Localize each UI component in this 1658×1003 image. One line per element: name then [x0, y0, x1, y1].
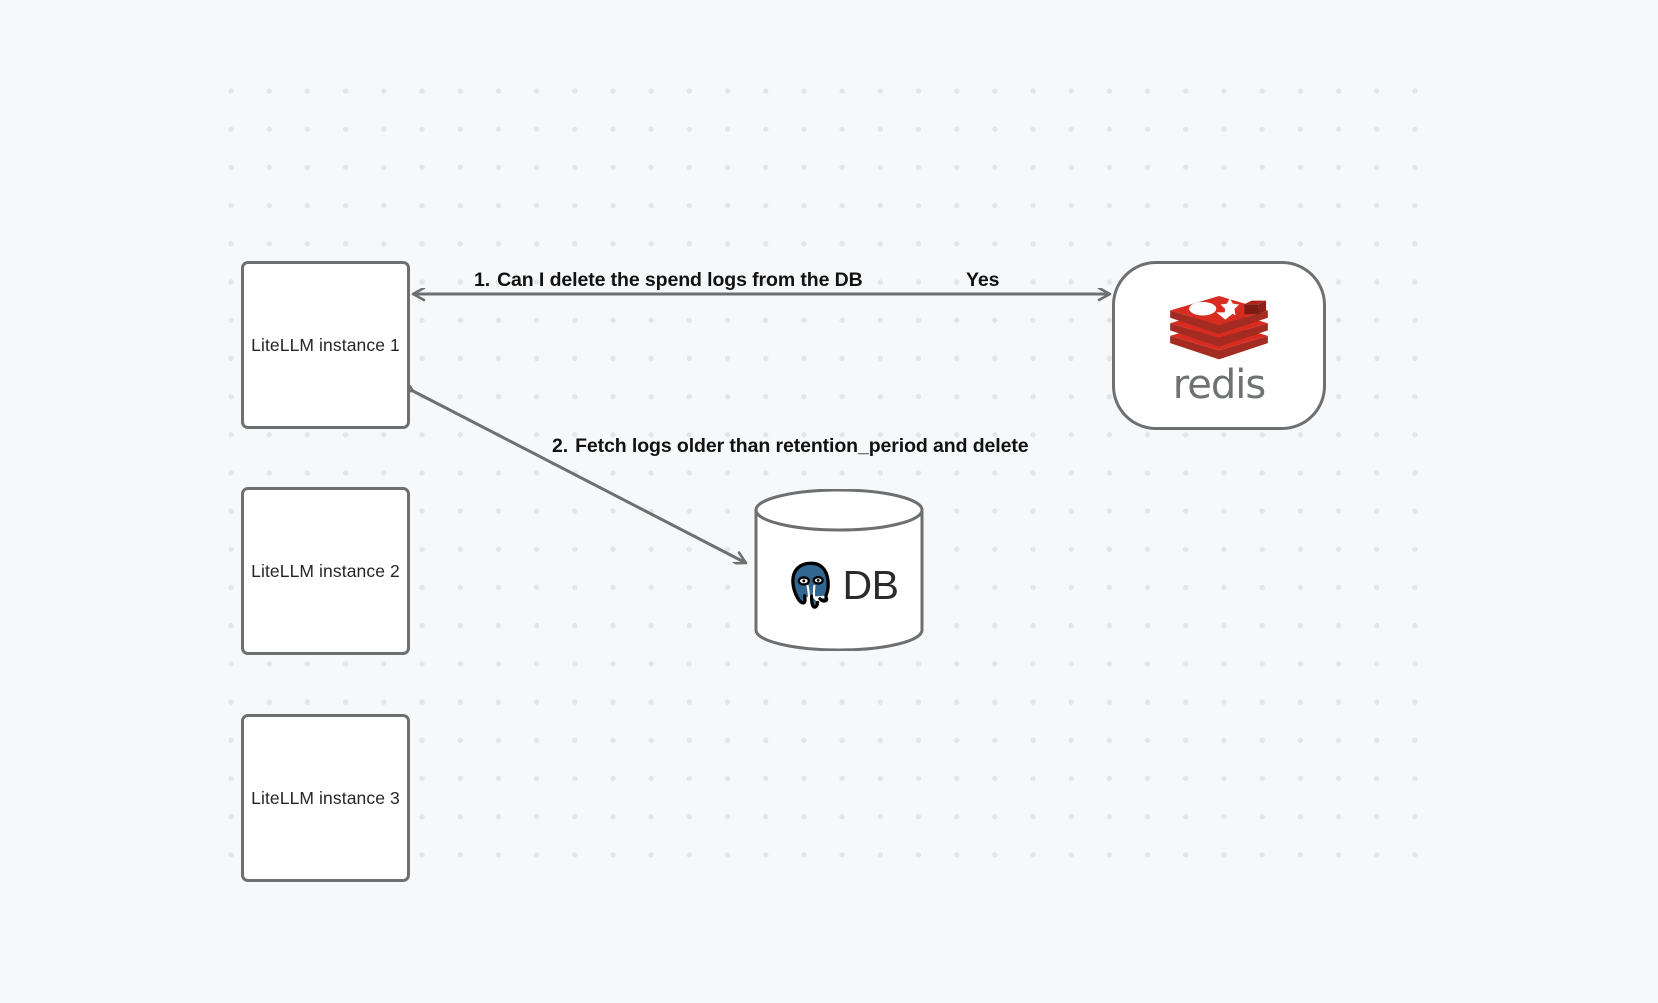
node-label: LiteLLM instance 1 [251, 334, 400, 355]
edge-label-step-1: 1. Can I delete the spend logs from the D… [474, 269, 863, 292]
edge-label-text: Fetch logs older than retention_period a… [575, 435, 1029, 457]
edge-label-yes: Yes [966, 269, 1000, 291]
node-database[interactable]: DB [753, 489, 925, 651]
node-litellm-instance-2[interactable]: LiteLLM instance 2 [241, 487, 410, 655]
edge-step-number: 2. [552, 435, 569, 457]
edge-llm1-db [413, 391, 746, 563]
edge-label-text: Can I delete the spend logs from the DB [497, 269, 863, 291]
redis-wordmark: redis [1172, 361, 1267, 408]
node-litellm-instance-1[interactable]: LiteLLM instance 1 [241, 261, 410, 429]
database-label: DB [842, 561, 899, 608]
node-label: LiteLLM instance 2 [251, 560, 400, 581]
edge-label-step-2: 2. Fetch logs older than retention_period… [552, 435, 1029, 458]
redis-logo-icon [1170, 295, 1268, 359]
node-redis[interactable]: redis [1112, 261, 1326, 430]
edge-step-number: 1. [474, 269, 491, 291]
node-litellm-instance-3[interactable]: LiteLLM instance 3 [241, 714, 410, 882]
cylinder-shape [754, 489, 924, 651]
postgresql-elephant-icon [790, 561, 830, 609]
node-label: LiteLLM instance 3 [251, 787, 400, 808]
